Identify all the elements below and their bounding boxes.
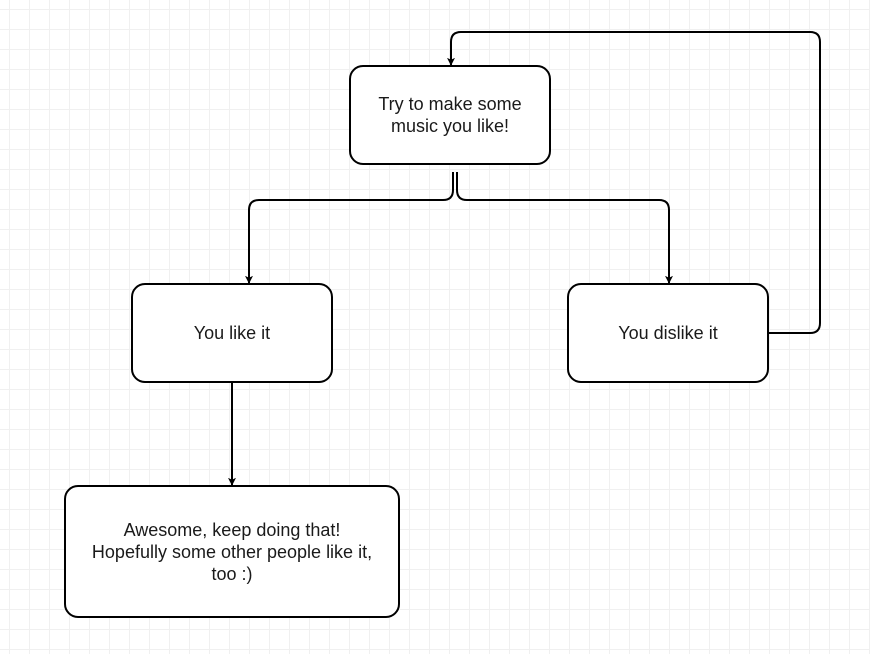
node-you-like-it-label: You like it bbox=[193, 323, 271, 343]
node-you-dislike-it-label: You dislike it bbox=[618, 323, 718, 343]
node-awesome-label: Awesome, keep doing that! Hopefully some… bbox=[91, 519, 373, 584]
edge-start-to-like bbox=[245, 172, 454, 284]
edge-start-to-dislike bbox=[456, 172, 673, 284]
node-awesome[interactable]: Awesome, keep doing that! Hopefully some… bbox=[64, 485, 400, 618]
edge-dislike-to-start bbox=[447, 31, 821, 334]
node-you-like-it[interactable]: You like it bbox=[131, 283, 333, 383]
node-make-music-label: Try to make some music you like! bbox=[378, 94, 522, 136]
node-you-dislike-it[interactable]: You dislike it bbox=[567, 283, 769, 383]
node-make-music[interactable]: Try to make some music you like! bbox=[349, 65, 551, 165]
